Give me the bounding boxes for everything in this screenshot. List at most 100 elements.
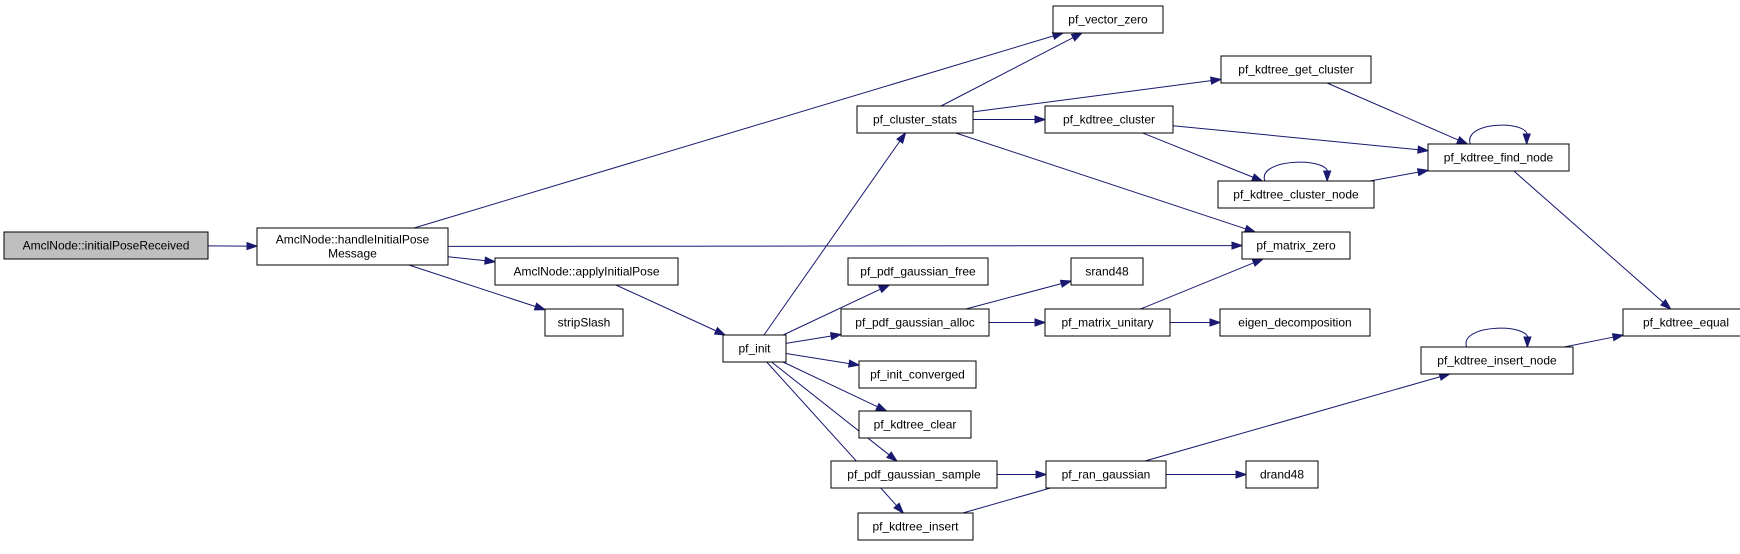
node-label: eigen_decomposition [1238,316,1351,330]
node-box [1220,55,1372,84]
node-box [1427,143,1570,172]
node-box [1217,180,1375,209]
edge-handle-initial-pose-message-to-apply-initial-pose [447,256,497,265]
node-box [3,231,209,260]
edge-pf-matrix-unitary-to-pf-matrix-zero [1140,258,1265,310]
node-box [1219,308,1371,337]
node-pf-kdtree-insert-node[interactable]: pf_kdtree_insert_node [1420,346,1574,375]
edge-pf-pdf-gaussian-sample-to-pf-ran-gaussian [997,470,1048,479]
node-box [1622,308,1740,337]
edge-pf-kdtree-insert-node-to-pf-kdtree-insert-node [1465,327,1532,349]
node-box [1044,105,1174,134]
node-pf-matrix-unitary[interactable]: pf_matrix_unitary [1044,308,1171,337]
node-eigen-decomposition[interactable]: eigen_decomposition [1219,308,1371,337]
edge-pf-matrix-unitary-to-eigen-decomposition [1170,318,1222,327]
node-pf-pdf-gaussian-sample[interactable]: pf_pdf_gaussian_sample [830,460,998,489]
node-label: pf_init [738,342,771,356]
edge-pf-kdtree-cluster-node-to-pf-kdtree-find-node [1369,168,1430,182]
edge-pf-ran-gaussian-to-drand48 [1166,470,1248,479]
node-pf-kdtree-clear[interactable]: pf_kdtree_clear [858,410,972,439]
node-label: AmclNode::handleInitialPose [276,233,430,247]
edge-pf-init-to-pf-pdf-gaussian-sample [771,361,899,462]
node-pf-kdtree-find-node[interactable]: pf_kdtree_find_node [1427,143,1570,172]
edge-pf-cluster-stats-to-pf-vector-zero [940,32,1084,107]
node-label: pf_kdtree_clear [874,418,957,432]
node-pf-cluster-stats[interactable]: pf_cluster_stats [856,105,974,134]
node-label: pf_kdtree_insert [872,520,959,534]
node-label: AmclNode::applyInitialPose [513,265,659,279]
node-srand48[interactable]: srand48 [1070,257,1144,286]
edge-pf-kdtree-cluster-node-to-pf-kdtree-cluster-node [1264,161,1332,183]
node-pf-vector-zero[interactable]: pf_vector_zero [1052,5,1164,34]
node-box [857,512,974,541]
node-box [856,105,974,134]
node-label: Message [328,247,377,261]
node-label: pf_vector_zero [1068,13,1148,27]
node-box [858,410,972,439]
node-box [847,257,989,286]
node-pf-pdf-gaussian-free[interactable]: pf_pdf_gaussian_free [847,257,989,286]
node-label: AmclNode::initialPoseReceived [23,239,190,253]
node-pf-kdtree-cluster-node[interactable]: pf_kdtree_cluster_node [1217,180,1375,209]
edge-pf-kdtree-find-node-to-pf-kdtree-find-node [1469,124,1531,146]
node-label: srand48 [1085,265,1129,279]
node-pf-pdf-gaussian-alloc[interactable]: pf_pdf_gaussian_alloc [840,308,990,337]
node-box [1045,460,1167,489]
node-label: pf_pdf_gaussian_free [860,265,976,279]
edge-pf-init-to-pf-pdf-gaussian-alloc [785,332,843,344]
node-pf-kdtree-cluster[interactable]: pf_kdtree_cluster [1044,105,1174,134]
node-label: pf_kdtree_equal [1643,316,1729,330]
edge-pf-kdtree-insert-to-pf-kdtree-insert-node [962,372,1452,514]
edge-handle-initial-pose-message-to-strip-slash [408,264,547,311]
edge-pf-init-to-pf-kdtree-clear [782,361,888,412]
edge-pf-pdf-gaussian-alloc-to-srand48 [965,279,1073,310]
edge-pf-cluster-stats-to-pf-kdtree-cluster [973,115,1047,124]
node-box [494,257,679,286]
node-label: pf_cluster_stats [873,113,957,127]
node-box [1070,257,1144,286]
node-pf-kdtree-insert[interactable]: pf_kdtree_insert [857,512,974,541]
node-pf-init-converged[interactable]: pf_init_converged [858,360,977,389]
edge-pf-kdtree-cluster-to-pf-kdtree-find-node [1172,125,1430,154]
edge-pf-kdtree-find-node-to-pf-kdtree-equal [1513,170,1672,310]
edge-pf-init-to-pf-init-converged [785,353,861,368]
node-box [256,227,449,266]
edge-handle-initial-pose-message-to-pf-matrix-zero [447,241,1244,250]
node-apply-initial-pose[interactable]: AmclNode::applyInitialPose [494,257,679,286]
node-label: pf_pdf_gaussian_alloc [855,316,974,330]
nodes-layer: AmclNode::initialPoseReceived AmclNode::h… [3,5,1740,541]
edge-initial-pose-received-to-handle-initial-pose-message [207,241,259,251]
node-box [830,460,998,489]
node-pf-kdtree-get-cluster[interactable]: pf_kdtree_get_cluster [1220,55,1372,84]
node-strip-slash[interactable]: stripSlash [544,308,624,337]
node-label: pf_matrix_zero [1256,239,1336,253]
edge-pf-cluster-stats-to-pf-matrix-zero [955,132,1257,233]
node-label: pf_kdtree_find_node [1444,151,1554,165]
node-pf-kdtree-equal[interactable]: pf_kdtree_equal [1622,308,1740,337]
edge-apply-initial-pose-to-pf-init [615,284,727,336]
node-initial-pose-received[interactable]: AmclNode::initialPoseReceived [3,231,209,260]
node-label: drand48 [1260,468,1304,482]
node-label: pf_ran_gaussian [1062,468,1151,482]
node-pf-ran-gaussian[interactable]: pf_ran_gaussian [1045,460,1167,489]
node-pf-init[interactable]: pf_init [722,334,787,363]
node-box [1044,308,1171,337]
node-label: stripSlash [558,316,611,330]
node-label: pf_kdtree_insert_node [1437,354,1557,368]
edge-pf-init-to-pf-pdf-gaussian-free [782,284,891,336]
node-drand48[interactable]: drand48 [1245,460,1319,489]
node-box [1052,5,1164,34]
node-label: pf_kdtree_cluster [1063,113,1155,127]
edge-pf-pdf-gaussian-alloc-to-pf-matrix-unitary [989,318,1047,327]
edge-pf-kdtree-insert-node-to-pf-kdtree-equal [1564,333,1625,348]
node-label: pf_kdtree_get_cluster [1238,63,1353,77]
node-pf-matrix-zero[interactable]: pf_matrix_zero [1241,231,1351,260]
node-box [544,308,624,337]
node-box [840,308,990,337]
node-box [1245,460,1319,489]
node-label: pf_matrix_unitary [1061,316,1153,330]
edge-pf-cluster-stats-to-pf-kdtree-get-cluster [972,76,1223,113]
edge-pf-init-to-pf-cluster-stats [763,131,907,336]
